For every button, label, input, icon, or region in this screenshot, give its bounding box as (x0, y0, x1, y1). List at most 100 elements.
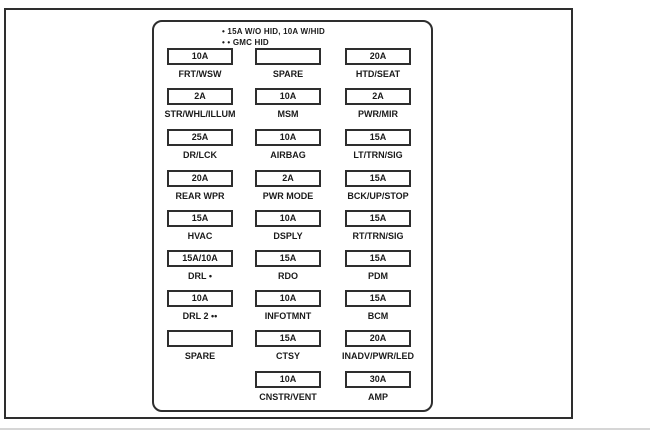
fuse-box: 15A (345, 250, 411, 267)
fuse-cell-pwr-mir: 2A PWR/MIR (345, 88, 411, 126)
legend-line-2: • • GMC HID (222, 38, 269, 47)
fuse-label: PWR/MIR (358, 109, 398, 119)
fuse-amp: 15A (369, 132, 387, 142)
fuse-cell-pwr-mode: 2A PWR MODE (255, 170, 321, 208)
fuse-label: STR/WHL/ILLUM (164, 109, 236, 119)
fuse-box: 15A (345, 170, 411, 187)
fuse-label: HVAC (187, 231, 213, 241)
fuse-label: FRT/WSW (178, 69, 222, 79)
fuse-cell-bcm: 15A BCM (345, 290, 411, 328)
fuse-label: LT/TRN/SIG (353, 150, 403, 160)
fuse-amp: 15A (369, 253, 387, 263)
fuse-amp: 10A (279, 213, 297, 223)
fuse-amp: 15A (279, 253, 297, 263)
fuse-cell-pdm: 15A PDM (345, 250, 411, 288)
fuse-amp: 15A (369, 213, 387, 223)
legend-line-1: • 15A W/O HID, 10A W/HID (222, 27, 326, 36)
fuse-amp: 20A (191, 173, 209, 183)
fuse-box: 2A (345, 88, 411, 105)
fuse-cell-ctsy: 15A CTSY (255, 330, 321, 368)
fuse-label: INFOTMNT (264, 311, 312, 321)
fuse-amp: 30A (369, 374, 387, 384)
fuse-cell-msm: 10A MSM (255, 88, 321, 126)
fuse-amp: 20A (369, 51, 387, 61)
fuse-label: CNSTR/VENT (259, 392, 317, 402)
fuse-cell-drl: 15A/10A DRL • (167, 250, 233, 288)
fuse-amp: 2A (282, 173, 294, 183)
fuse-amp: 10A (191, 51, 209, 61)
fuse-label: CTSY (275, 351, 301, 361)
fuse-label: PDM (368, 271, 388, 281)
page-edge-line (0, 428, 650, 430)
fuse-cell-dsply: 10A DSPLY (255, 210, 321, 248)
fuse-panel: • 15A W/O HID, 10A W/HID • • GMC HID 10A… (152, 20, 433, 412)
fuse-cell-inadv-pwr-led: 20A INADV/PWR/LED (342, 330, 414, 368)
fuse-amp: 10A (279, 293, 297, 303)
fuse-cell-spare-top: SPARE (255, 48, 321, 86)
fuse-label: PWR MODE (262, 191, 314, 201)
fuse-amp: 15A (369, 173, 387, 183)
fuse-box: 15A (345, 210, 411, 227)
fuse-cell-airbag: 10A AIRBAG (255, 129, 321, 167)
fuse-box: 30A (345, 371, 411, 388)
fuse-cell-rt-trn-sig: 15A RT/TRN/SIG (345, 210, 411, 248)
fuse-box: 15A (255, 250, 321, 267)
fuse-box: 10A (255, 290, 321, 307)
fuse-box: 2A (167, 88, 233, 105)
fuse-box: 15A (167, 210, 233, 227)
fuse-amp: 15A (191, 213, 209, 223)
fuse-cell-frt-wsw: 10A FRT/WSW (167, 48, 233, 86)
fuse-cell-infotmnt: 10A INFOTMNT (255, 290, 321, 328)
fuse-box: 10A (255, 371, 321, 388)
fuse-cell-drl-2: 10A DRL 2 •• (167, 290, 233, 328)
fuse-box: 20A (345, 330, 411, 347)
fuse-label: BCK/UP/STOP (347, 191, 409, 201)
fuse-box: 15A (345, 129, 411, 146)
fuse-box: 25A (167, 129, 233, 146)
fuse-label: RT/TRN/SIG (352, 231, 404, 241)
fuse-box: 20A (167, 170, 233, 187)
fuse-cell-bck-up-stop: 15A BCK/UP/STOP (345, 170, 411, 208)
fuse-label: REAR WPR (175, 191, 225, 201)
fuse-box: 10A (255, 210, 321, 227)
fuse-cell-dr-lck: 25A DR/LCK (167, 129, 233, 167)
fuse-box: 15A (345, 290, 411, 307)
fuse-box: 10A (167, 48, 233, 65)
fuse-box: 10A (255, 129, 321, 146)
fuse-amp: 15A (279, 333, 297, 343)
fuse-cell-rear-wpr: 20A REAR WPR (167, 170, 233, 208)
fuse-label: AIRBAG (270, 150, 306, 160)
fuse-cell-htd-seat: 20A HTD/SEAT (345, 48, 411, 86)
fuse-box: 20A (345, 48, 411, 65)
fuse-amp: 10A (279, 374, 297, 384)
fuse-amp: 2A (372, 91, 384, 101)
fuse-cell-lt-trn-sig: 15A LT/TRN/SIG (345, 129, 411, 167)
legend: • 15A W/O HID, 10A W/HID • • GMC HID (222, 26, 325, 48)
fuse-amp: 10A (191, 293, 209, 303)
fuse-amp: 10A (279, 91, 297, 101)
fuse-cell-str-whl-illum: 2A STR/WHL/ILLUM (164, 88, 236, 126)
fuse-label: SPARE (272, 69, 304, 79)
fuse-cell-spare-bottom: SPARE (167, 330, 233, 368)
fuse-amp: 20A (369, 333, 387, 343)
fuse-amp: 2A (194, 91, 206, 101)
fuse-label: SPARE (184, 351, 216, 361)
fuse-cell-cnstr-vent: 10A CNSTR/VENT (255, 371, 321, 409)
fuse-box: 10A (167, 290, 233, 307)
fuse-label: DSPLY (273, 231, 303, 241)
fuse-label: MSM (277, 109, 299, 119)
fuse-label: RDO (278, 271, 298, 281)
fuse-amp: 15A/10A (182, 253, 218, 263)
fuse-label: DR/LCK (183, 150, 217, 160)
fuse-box: 15A (255, 330, 321, 347)
fuse-label: INADV/PWR/LED (342, 351, 414, 361)
fuse-cell-rdo: 15A RDO (255, 250, 321, 288)
fuse-amp: 10A (279, 132, 297, 142)
fuse-label: AMP (368, 392, 388, 402)
fuse-box: 15A/10A (167, 250, 233, 267)
fuse-label: BCM (367, 311, 389, 321)
fuse-amp: 15A (369, 293, 387, 303)
fuse-cell-hvac: 15A HVAC (167, 210, 233, 248)
fuse-label: DRL • (188, 271, 212, 281)
